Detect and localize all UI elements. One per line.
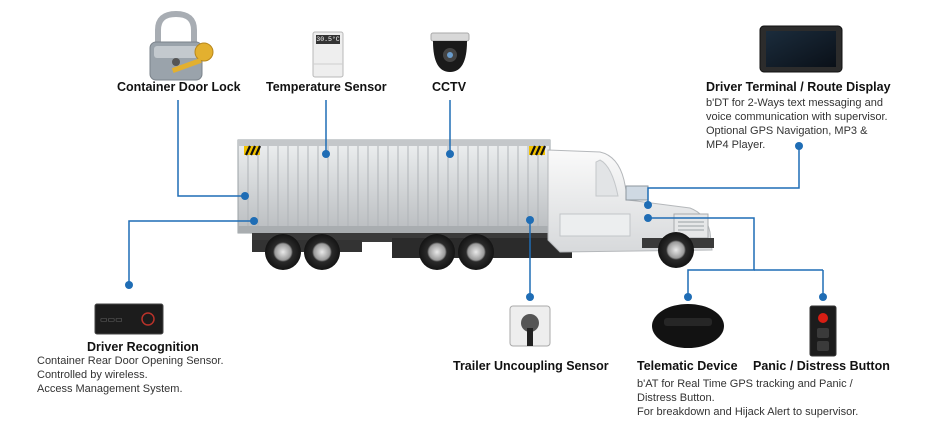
panic-button-label: Panic / Distress Button [753, 359, 890, 373]
driver-recognition-reader: ▭▭▭ [94, 303, 164, 335]
wheels [265, 232, 694, 270]
telematic-desc-line: Distress Button. [637, 392, 715, 404]
driver-terminal-desc-line: b'DT for 2-Ways text messaging and [706, 97, 883, 109]
connector-lines [128, 100, 824, 297]
temperature-readout: 30.5°C [316, 36, 340, 43]
driver-recognition-label: Driver Recognition [87, 340, 199, 354]
truck-cab [547, 149, 714, 253]
telematic-desc-line: b'AT for Real Time GPS tracking and Pani… [637, 378, 853, 390]
hazard-sticker-left [244, 145, 262, 156]
driver-terminal-desc-line: MP4 Player. [706, 139, 766, 151]
driver-terminal-description: b'DT for 2-Ways text messaging and voice… [706, 96, 921, 152]
driver-recognition-desc-line: Container Rear Door Opening Sensor. [37, 355, 224, 367]
telematic-device-icon [652, 304, 724, 348]
door-lock-label: Container Door Lock [117, 80, 241, 94]
driver-recognition-desc-line: Controlled by wireless. [37, 369, 148, 381]
temperature-sensor-label: Temperature Sensor [266, 80, 387, 94]
temperature-sensor-device [312, 31, 344, 78]
telematic-desc-line: For breakdown and Hijack Alert to superv… [637, 406, 859, 418]
driver-terminal-desc-line: voice communication with supervisor. [706, 111, 888, 123]
container [237, 139, 551, 234]
connector-dots [125, 142, 827, 301]
cctv-label: CCTV [432, 80, 467, 94]
driver-terminal-desc-line: Optional GPS Navigation, MP3 & [706, 125, 868, 137]
telematic-device-label: Telematic Device [637, 359, 738, 373]
trailer-uncoupling-label: Trailer Uncoupling Sensor [453, 359, 609, 373]
key-icon [171, 42, 214, 73]
svg-text:▭▭▭: ▭▭▭ [100, 315, 123, 324]
panic-button-device [809, 305, 837, 357]
padlock-icon [149, 10, 203, 81]
trailer-sensor-device [509, 305, 551, 347]
driver-terminal-label: Driver Terminal / Route Display [706, 80, 891, 94]
tablet-display-icon [759, 25, 843, 73]
hazard-sticker-right [529, 145, 547, 156]
cctv-camera-icon [430, 32, 470, 72]
telematic-description: b'AT for Real Time GPS tracking and Pani… [637, 377, 897, 419]
driver-recognition-description: Container Rear Door Opening Sensor. Cont… [37, 354, 257, 396]
driver-recognition-desc-line: Access Management System. [37, 383, 183, 395]
